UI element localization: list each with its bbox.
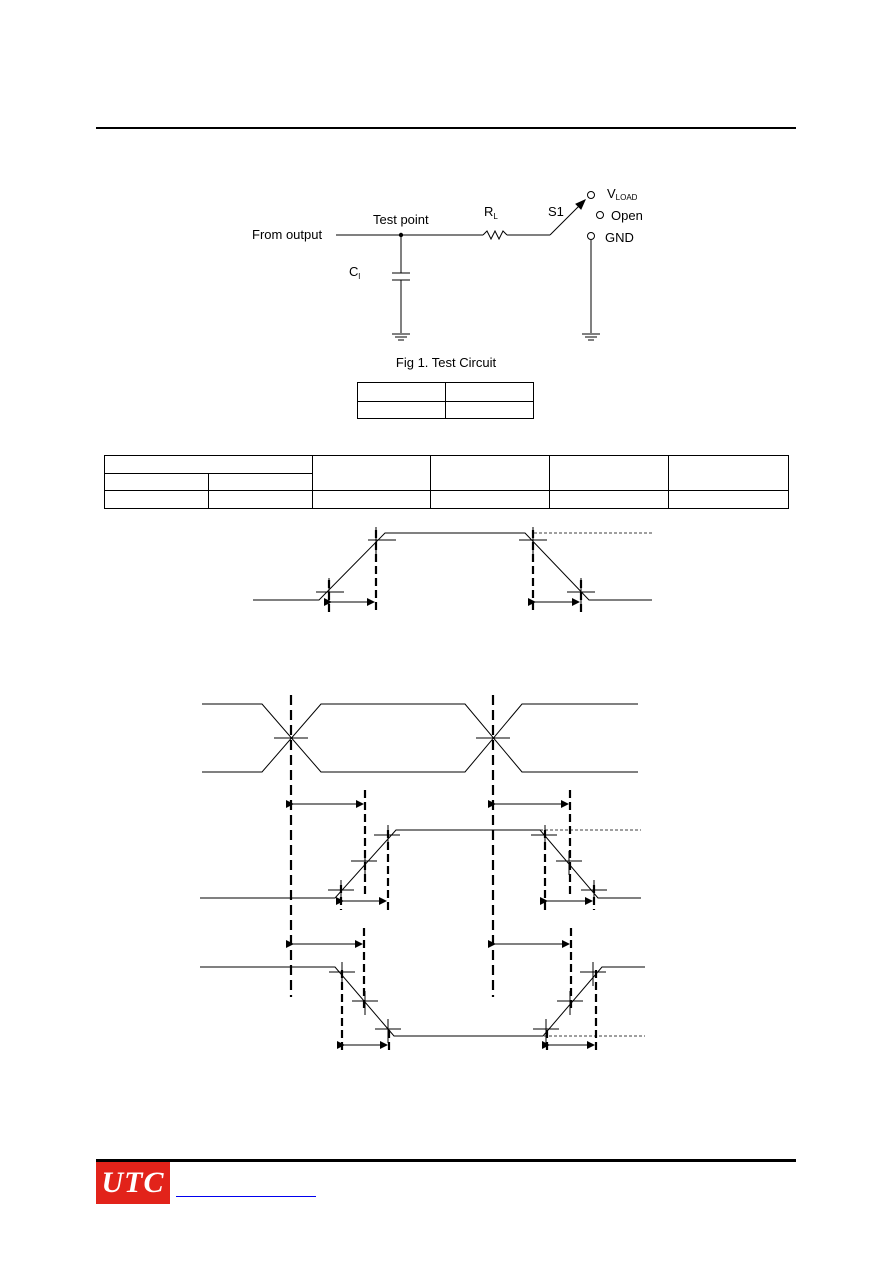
table-header-cell bbox=[430, 455, 550, 491]
small-table bbox=[357, 382, 534, 419]
resistor-label: RL bbox=[484, 204, 498, 221]
header-rule bbox=[96, 127, 796, 129]
switch-arrow bbox=[575, 199, 586, 210]
rise-fall-waveform bbox=[253, 527, 652, 612]
utc-logo: UTC bbox=[96, 1162, 170, 1204]
open-label: Open bbox=[611, 208, 643, 223]
footer-rule bbox=[96, 1159, 796, 1162]
test-point-label: Test point bbox=[373, 212, 429, 227]
website-link[interactable] bbox=[176, 1178, 316, 1196]
input-waveform bbox=[202, 695, 638, 997]
terminal-gnd bbox=[587, 232, 595, 240]
test-circuit-diagram: From output Test point RL S1 Cl VLOAD Op… bbox=[252, 186, 643, 341]
terminal-open bbox=[596, 211, 604, 219]
website-link-underline bbox=[176, 1196, 316, 1197]
test-point-node bbox=[398, 232, 404, 238]
terminal-vload bbox=[587, 191, 595, 199]
table-cell bbox=[668, 490, 789, 509]
switch-label: S1 bbox=[548, 204, 564, 219]
table-cell bbox=[445, 401, 534, 419]
capacitor-label: Cl bbox=[349, 264, 360, 281]
parameter-table bbox=[104, 455, 789, 509]
table-header-cell bbox=[668, 455, 789, 491]
figure-caption: Fig 1. Test Circuit bbox=[395, 355, 497, 370]
timing-diagrams bbox=[200, 527, 652, 1052]
output-waveform-high bbox=[200, 790, 641, 910]
output-waveform-low bbox=[200, 928, 645, 1052]
from-output-label: From output bbox=[252, 227, 322, 242]
resistor-rl bbox=[482, 229, 508, 241]
vload-label: VLOAD bbox=[607, 186, 638, 202]
gnd-label: GND bbox=[605, 230, 634, 245]
